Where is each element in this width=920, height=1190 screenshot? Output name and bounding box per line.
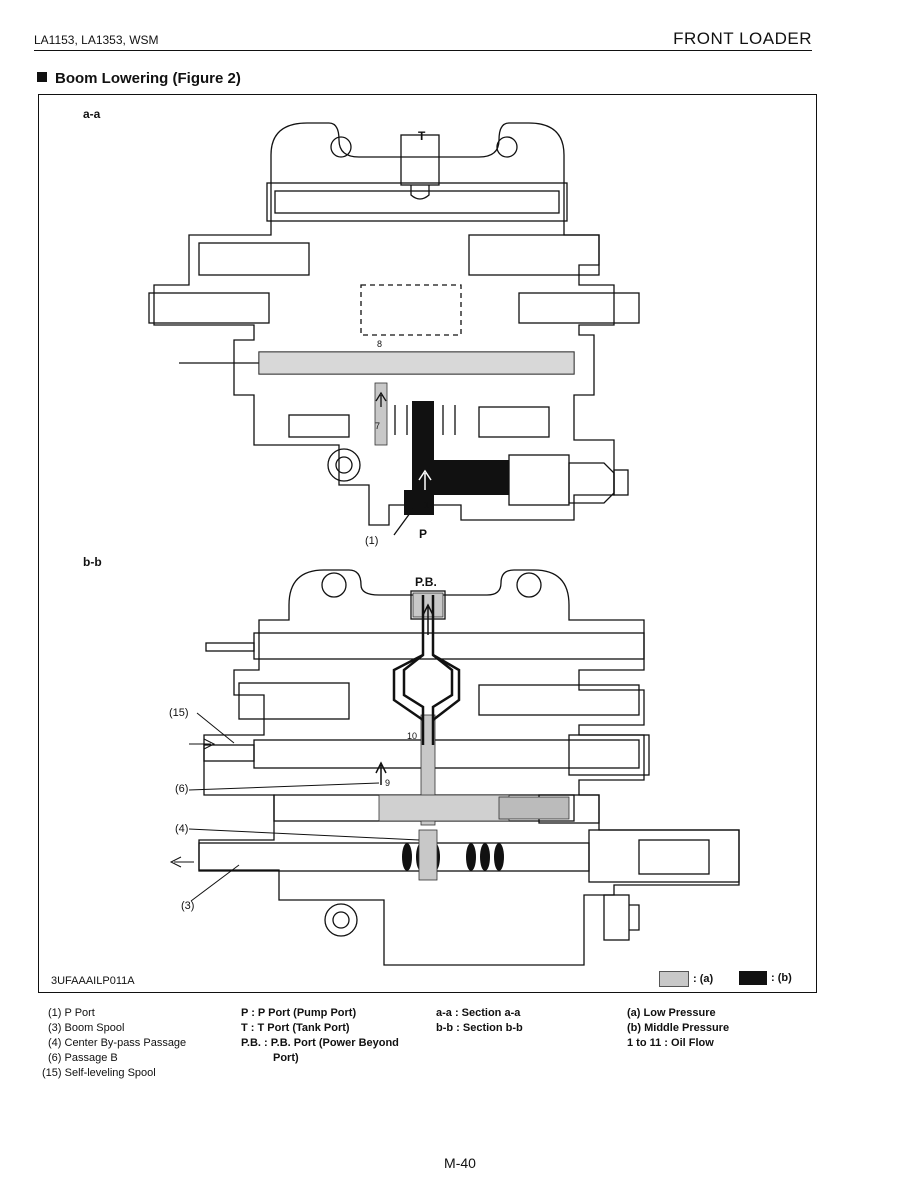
flow-number-7: 7 [375, 421, 381, 431]
legend-a-text: : (a) [693, 972, 714, 985]
legend-column-parts: (1) P Port (3) Boom Spool (4) Center By-… [42, 1006, 187, 1081]
aa-relief-right [468, 234, 600, 276]
flow-number-1: 1 [424, 500, 430, 510]
bullet-square-icon [37, 72, 47, 82]
legend-item: (1) P Port [48, 1007, 95, 1019]
figure-frame: a-a T P (1) 1 7 8 b-b P.B. 9 10 (15) (6)… [38, 94, 817, 993]
figure-id: 3UFAAAILP011A [51, 975, 135, 987]
flow-number-10: 10 [407, 731, 418, 741]
bb-relief [238, 682, 350, 720]
legend-b-text: : (b) [771, 971, 792, 984]
legend-item: (3) Boom Spool [48, 1022, 125, 1034]
aa-relief-left [198, 242, 310, 276]
valve-diagram [148, 122, 740, 966]
callout-3: (3) [181, 900, 195, 912]
legend-item: P.B. : P.B. Port (Power Beyond [241, 1037, 399, 1049]
page-number: M-40 [444, 1155, 476, 1171]
doc-code: LA1153, LA1353, WSM [34, 33, 159, 47]
callout-6: (6) [175, 783, 189, 795]
port-p-label: P [419, 527, 428, 541]
bb-pressure-areas [378, 592, 570, 881]
legend-item: (6) Passage B [48, 1052, 118, 1064]
low-pressure-swatch [659, 971, 689, 987]
legend-item: (4) Center By-pass Passage [48, 1037, 187, 1049]
callout-1: (1) [365, 535, 379, 547]
flow-number-9: 9 [385, 778, 391, 788]
bb-flow-path [375, 595, 461, 785]
header-rule [34, 50, 812, 51]
legend-item: (b) Middle Pressure [627, 1022, 730, 1034]
legend-column-sections: a-a : Section a-a b-b : Section b-b [436, 1006, 523, 1036]
legend-item: (15) Self-leveling Spool [42, 1067, 156, 1079]
legend-column-pressure: (a) Low Pressure (b) Middle Pressure 1 t… [627, 1006, 729, 1051]
legend-middle-pressure: : (b) [739, 971, 792, 985]
legend-low-pressure: : (a) [659, 971, 713, 987]
legend-item: P : P Port (Pump Port) [241, 1007, 357, 1019]
legend-item: (a) Low Pressure [627, 1007, 716, 1019]
aa-valve-body [153, 122, 615, 526]
aa-upper-spool [266, 182, 568, 222]
legend-item: b-b : Section b-b [436, 1022, 523, 1034]
legend-item: T : T Port (Tank Port) [241, 1022, 350, 1034]
callout-15: (15) [169, 707, 189, 719]
flow-number-8: 8 [377, 339, 383, 349]
section-aa-label: a-a [83, 107, 101, 121]
legend-item: Port) [273, 1052, 299, 1064]
callout-4: (4) [175, 823, 189, 835]
bb-valve-body [198, 569, 740, 966]
middle-pressure-swatch [739, 971, 767, 985]
bb-boom-spool [198, 842, 590, 872]
port-pb-label: P.B. [415, 575, 437, 589]
chapter-title: FRONT LOADER [673, 29, 812, 48]
legend-item: a-a : Section a-a [436, 1007, 521, 1019]
legend-item: 1 to 11 : Oil Flow [627, 1037, 714, 1049]
bb-top-spool [253, 632, 645, 660]
bb-selfleveling-spool [253, 739, 640, 769]
section-bb-label: b-b [83, 555, 102, 569]
port-t-label: T [418, 129, 426, 143]
bb-spring-rings [402, 843, 504, 871]
section-title-text: Boom Lowering (Figure 2) [55, 70, 241, 87]
section-title: Boom Lowering (Figure 2) [37, 70, 241, 87]
legend-column-ports: P : P Port (Pump Port) T : T Port (Tank … [241, 1006, 399, 1066]
aa-pressure-areas [258, 351, 575, 515]
